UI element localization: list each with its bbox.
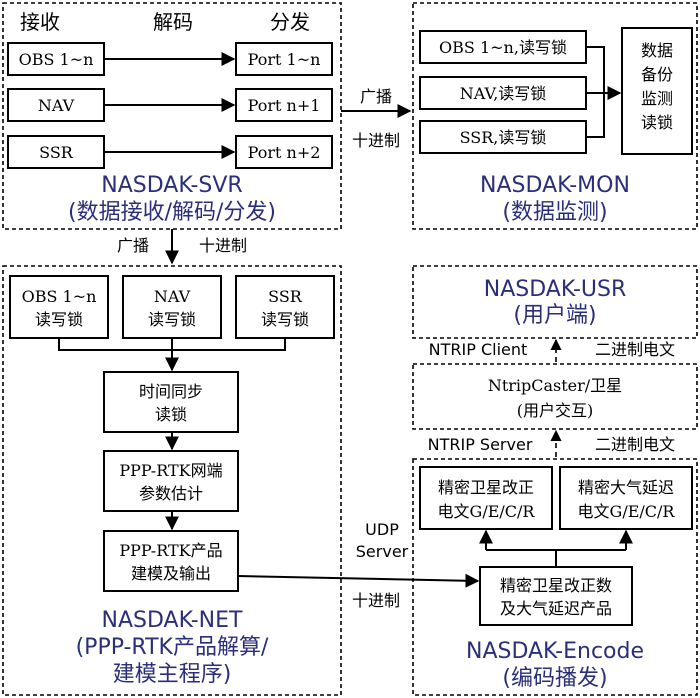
net-to-encode-label-decimal: 十进制 <box>352 591 400 610</box>
svr-to-net-label-left: 广播 <box>117 236 149 255</box>
net-input-nav-line2: 读写锁 <box>148 310 196 329</box>
net-input-obs <box>9 275 109 339</box>
usr-panel: NASDAK-USR (用户端) <box>412 265 698 339</box>
encode-sat-correction-line1: 精密卫星改正 <box>438 478 534 497</box>
svr-title: NASDAK-SVR <box>101 173 242 198</box>
svr-input-nav-label: NAV <box>38 96 75 115</box>
svr-to-mon-label-top: 广播 <box>360 87 392 106</box>
encode-to-caster-label-binary: 二进制电文 <box>595 435 675 454</box>
net-input-ssr-line1: SSR <box>268 287 303 306</box>
mon-input-ssr <box>419 120 587 154</box>
caster-to-usr-label-client: NTRIP Client <box>429 340 528 359</box>
mon-input-obs <box>419 30 587 64</box>
net-step-model <box>103 530 239 592</box>
svr-input-ssr <box>7 135 105 169</box>
encode-panel: 精密卫星改正 电文G/E/C/R 精密大气延迟 电文G/E/C/R 精密卫星改正… <box>412 458 698 696</box>
encode-atmo-delay-box <box>559 466 693 530</box>
svr-to-mon-label-bottom: 十进制 <box>352 131 400 150</box>
svr-panel: 接收 解码 分发 OBS 1~n NAV SSR Port 1~n Port n… <box>2 2 342 230</box>
svr-port-nav-label: Port n+1 <box>248 96 321 115</box>
net-to-encode-label-udp: UDP <box>365 520 399 539</box>
net-input-ssr-line2: 读写锁 <box>261 310 309 329</box>
net-panel: OBS 1~n 读写锁 NAV 读写锁 SSR 读写锁 时间同步 读锁 PPP-… <box>2 265 342 696</box>
mon-input-nav <box>419 76 587 110</box>
mon-panel: OBS 1~n,读写锁 NAV,读写锁 SSR,读写锁 数据 备份 监测 读锁 … <box>412 2 698 230</box>
encode-subtitle: (编码播发) <box>502 666 607 691</box>
net-to-encode-arrow <box>237 573 480 588</box>
encode-sat-correction-line2: 电文G/E/C/R <box>438 502 536 521</box>
svr-header-receive: 接收 <box>20 10 60 34</box>
net-step-model-line2: 建模及输出 <box>131 564 211 583</box>
svr-to-net-label-right: 十进制 <box>199 236 247 255</box>
net-step-estimate-line2: 参数估计 <box>139 484 203 503</box>
mon-subtitle: (数据监测) <box>502 200 607 225</box>
net-to-encode-label-server: Server <box>356 542 409 561</box>
encode-product-line1: 精密卫星改正数 <box>500 576 612 595</box>
net-step-sync-line2: 读锁 <box>155 405 187 424</box>
svr-port-nav <box>235 88 333 122</box>
net-step-sync-line1: 时间同步 <box>139 382 203 401</box>
svr-port-ssr <box>235 135 333 169</box>
svr-panel-border <box>2 2 342 230</box>
encode-atmo-delay-line2: 电文G/E/C/R <box>578 502 676 521</box>
caster-to-usr-label-binary: 二进制电文 <box>595 340 675 359</box>
mon-panel-border <box>412 2 698 230</box>
svr-input-obs-label: OBS 1~n <box>19 50 94 69</box>
usr-title: NASDAK-USR <box>484 277 626 302</box>
encode-sat-correction-box <box>419 466 553 530</box>
mon-input-ssr-label: SSR,读写锁 <box>460 128 547 147</box>
svr-subtitle: (数据接收/解码/分发) <box>68 200 276 225</box>
caster-line2: (用户交互) <box>517 401 594 420</box>
mon-backup-line1: 数据 <box>641 41 673 60</box>
encode-title: NASDAK-Encode <box>466 639 644 664</box>
net-title: NASDAK-NET <box>102 608 243 633</box>
net-input-obs-line2: 读写锁 <box>35 310 83 329</box>
net-step-estimate-line1: PPP-RTK网端 <box>119 461 222 480</box>
net-input-nav <box>122 275 222 339</box>
svr-header-distribute: 分发 <box>270 10 310 34</box>
net-input-ssr <box>235 275 335 339</box>
encode-atmo-delay-line1: 精密大气延迟 <box>578 478 674 497</box>
net-subtitle-line2: 建模主程序) <box>113 662 232 687</box>
caster-line1: NtripCaster/卫星 <box>488 376 622 395</box>
mon-input-obs-label: OBS 1~n,读写锁 <box>439 38 567 57</box>
net-panel-border <box>2 265 342 696</box>
net-input-obs-line1: OBS 1~n <box>22 287 97 306</box>
encode-product-line2: 及大气延迟产品 <box>500 599 612 618</box>
svr-input-nav <box>7 88 105 122</box>
mon-backup-line2: 备份 <box>641 65 673 84</box>
net-input-nav-line1: NAV <box>154 287 191 306</box>
net-step-sync <box>103 371 239 433</box>
net-subtitle-line1: (PPP-RTK产品解算/ <box>76 635 269 660</box>
usr-subtitle: (用户端) <box>513 303 596 328</box>
svr-input-ssr-label: SSR <box>39 143 74 162</box>
net-step-model-line1: PPP-RTK产品 <box>119 541 222 560</box>
net-step-estimate <box>103 450 239 512</box>
mon-title: NASDAK-MON <box>480 173 630 198</box>
svr-port-obs-label: Port 1~n <box>248 50 321 69</box>
svr-header-decode: 解码 <box>153 10 193 34</box>
svr-port-ssr-label: Port n+2 <box>248 143 321 162</box>
encode-to-caster-label-server: NTRIP Server <box>428 435 533 454</box>
mon-backup-box <box>621 27 693 155</box>
caster-panel-border <box>412 363 698 430</box>
mon-backup-line4: 读锁 <box>641 113 673 132</box>
mon-input-nav-label: NAV,读写锁 <box>460 84 547 103</box>
usr-panel-border <box>412 265 698 339</box>
encode-panel-border <box>412 458 698 696</box>
svr-port-obs <box>235 42 333 76</box>
mon-backup-line3: 监测 <box>641 89 673 108</box>
caster-panel: NtripCaster/卫星 (用户交互) <box>412 363 698 430</box>
